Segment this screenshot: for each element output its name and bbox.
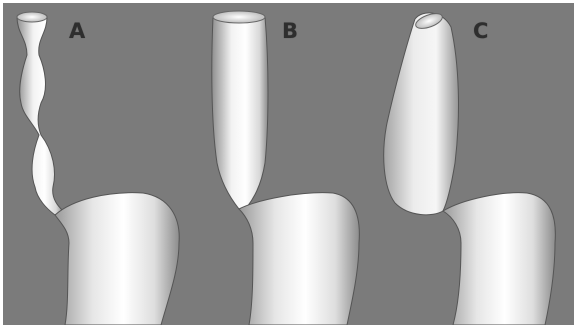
panel-a-esophagus [17,12,179,325]
medical-illustration-figure: A B C [3,3,574,325]
illustration-canvas [3,3,574,325]
panel-c-esophagus [384,11,556,325]
panel-b-esophagus [212,11,360,325]
panel-label-c: C [473,19,488,43]
panel-label-b: B [282,19,298,43]
panel-label-a: A [69,19,85,43]
